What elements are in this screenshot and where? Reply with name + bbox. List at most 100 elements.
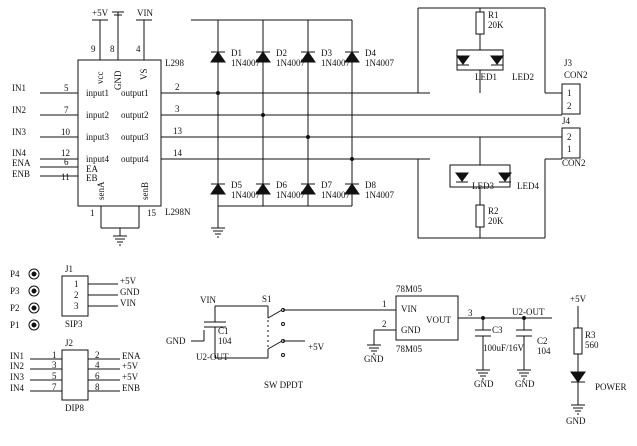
pin-num-vs: 4 — [136, 44, 141, 54]
pin-label-senb: senB — [140, 182, 150, 200]
pin-num-out2: 3 — [175, 104, 180, 114]
led3-label: LED3 — [472, 181, 494, 191]
j2-pin4: 4 — [95, 360, 100, 370]
input-in3-label: IN3 — [12, 127, 26, 137]
reg-pin3: 3 — [468, 308, 473, 318]
j4-type: CON2 — [562, 158, 586, 168]
j2-pin3: 3 — [52, 360, 57, 370]
pin-label-output2: output2 — [121, 110, 149, 120]
pin-num-gnd: 8 — [110, 44, 115, 54]
led1-label: LED1 — [475, 72, 497, 82]
mounting-posts: P4 P3 P2 P1 — [10, 268, 40, 331]
pin-label-input3: input3 — [86, 132, 110, 142]
power-led-5v-label: +5V — [570, 294, 587, 304]
diode-d3-ref: D3 — [321, 48, 332, 58]
diode-d6-ref: D6 — [276, 180, 287, 190]
j2-left-in1: IN1 — [10, 351, 24, 361]
power-vin-label: VIN — [137, 8, 153, 18]
j1-header: J1 SIP3 1 2 3 +5V GND VIN — [61, 264, 140, 329]
pin-num-out1: 2 — [175, 82, 180, 92]
r1-ref: R1 — [488, 10, 499, 20]
c2-value: 104 — [537, 346, 551, 356]
j3-ref: J3 — [564, 58, 573, 68]
pin-label-sena: senA — [96, 181, 106, 200]
diode-d3-part: 1N4007 — [321, 58, 350, 68]
post-p1: P1 — [10, 320, 20, 330]
c1-value: 104 — [218, 336, 232, 346]
switch-type: SW DPDT — [264, 380, 304, 390]
pin-label-gnd: GND — [113, 70, 123, 90]
switch-u2out-label: U2-OUT — [196, 352, 229, 362]
j4-pin1: 1 — [567, 144, 572, 154]
diode-d6-part: 1N4007 — [276, 190, 305, 200]
r1-value: 20K — [488, 20, 504, 30]
switch-5v-label: +5V — [308, 342, 325, 352]
j1-label-5v: +5V — [120, 276, 137, 286]
reg-pin-gnd: GND — [401, 325, 421, 335]
c1-ref: C1 — [218, 326, 229, 336]
power-led-label: POWER — [595, 382, 627, 392]
switch-gnd-label: GND — [166, 336, 186, 346]
input-ena-label: ENA — [12, 158, 31, 168]
power-indicator: +5V R3 560 POWER GND — [566, 294, 627, 426]
pin-label-output3: output3 — [121, 132, 149, 142]
j1-label-gnd: GND — [120, 287, 140, 297]
pin-num-vcc: 9 — [91, 44, 96, 54]
pin-num-in2: 7 — [64, 105, 69, 115]
pin-num-sena: 1 — [90, 208, 95, 218]
j3-type: CON2 — [564, 70, 588, 80]
caps-u2out-label: U2-OUT — [512, 307, 545, 317]
pin-num-senb: 15 — [147, 208, 157, 218]
c2-gnd-label: GND — [515, 379, 535, 389]
reg-pin1: 1 — [382, 299, 387, 309]
switch-vin-label: VIN — [200, 295, 216, 305]
led2-label: LED2 — [512, 72, 534, 82]
pin-num-ena: 6 — [64, 157, 69, 167]
j1-type: SIP3 — [65, 319, 83, 329]
pin-label-vs: VS — [139, 68, 149, 80]
diode-d2-ref: D2 — [276, 48, 287, 58]
diode-d5-part: 1N4007 — [231, 190, 260, 200]
input-enb-label: ENB — [12, 169, 30, 179]
j1-label-vin: VIN — [120, 298, 136, 308]
led4-label: LED4 — [517, 181, 539, 191]
diode-d7-part: 1N4007 — [321, 190, 350, 200]
input-in2-label: IN2 — [12, 105, 26, 115]
power-led-gnd-label: GND — [566, 416, 586, 426]
j2-ref: J2 — [65, 338, 73, 348]
j1-pin2: 2 — [74, 290, 79, 300]
pin-label-output4: output4 — [121, 154, 149, 164]
motor-a-indicator: R1 20K LED1 LED2 J3 CON2 1 2 — [417, 7, 588, 116]
l298-chip: +5V VIN L298 L298N 9 8 4 vcc GND VS inpu… — [12, 8, 191, 246]
diode-d8-ref: D8 — [365, 180, 376, 190]
j1-pin1: 1 — [74, 279, 79, 289]
switch-s1-ref: S1 — [262, 294, 272, 304]
pin-num-out4: 14 — [173, 148, 183, 158]
pin-label-input4: input4 — [86, 154, 110, 164]
reg-part-bottom: 78M05 — [396, 344, 423, 354]
c3-gnd-label: GND — [474, 379, 494, 389]
post-p3: P3 — [10, 286, 20, 296]
pin-num-enb: 11 — [61, 172, 70, 182]
c3-ref: C3 — [492, 325, 503, 335]
j2-left-in2: IN2 — [10, 361, 24, 371]
r2-value: 20K — [488, 216, 504, 226]
j2-pin6: 6 — [95, 371, 100, 381]
j2-pin1: 1 — [52, 350, 57, 360]
diode-d4-ref: D4 — [365, 48, 376, 58]
motor-b-indicator: J4 CON2 2 1 LED3 LED4 R2 20K — [417, 116, 586, 239]
reg-part-top: 78M05 — [396, 284, 423, 294]
pin-label-eb: EB — [86, 173, 98, 183]
j2-right-ena: ENA — [122, 351, 141, 361]
input-in4-label: IN4 — [12, 148, 26, 158]
diode-d8-part: 1N4007 — [365, 190, 394, 200]
diode-d1-ref: D1 — [231, 48, 242, 58]
j1-ref: J1 — [65, 264, 73, 274]
pin-label-ea: EA — [86, 164, 98, 174]
r2-ref: R2 — [488, 206, 499, 216]
j2-header: J2 DIP8 IN1 IN2 IN3 IN4 1 3 5 7 2 4 6 8 … — [10, 338, 141, 413]
c3-value: 100uF/16V — [483, 343, 525, 353]
pin-label-output1: output1 — [121, 88, 149, 98]
pin-num-in4: 12 — [61, 148, 70, 158]
